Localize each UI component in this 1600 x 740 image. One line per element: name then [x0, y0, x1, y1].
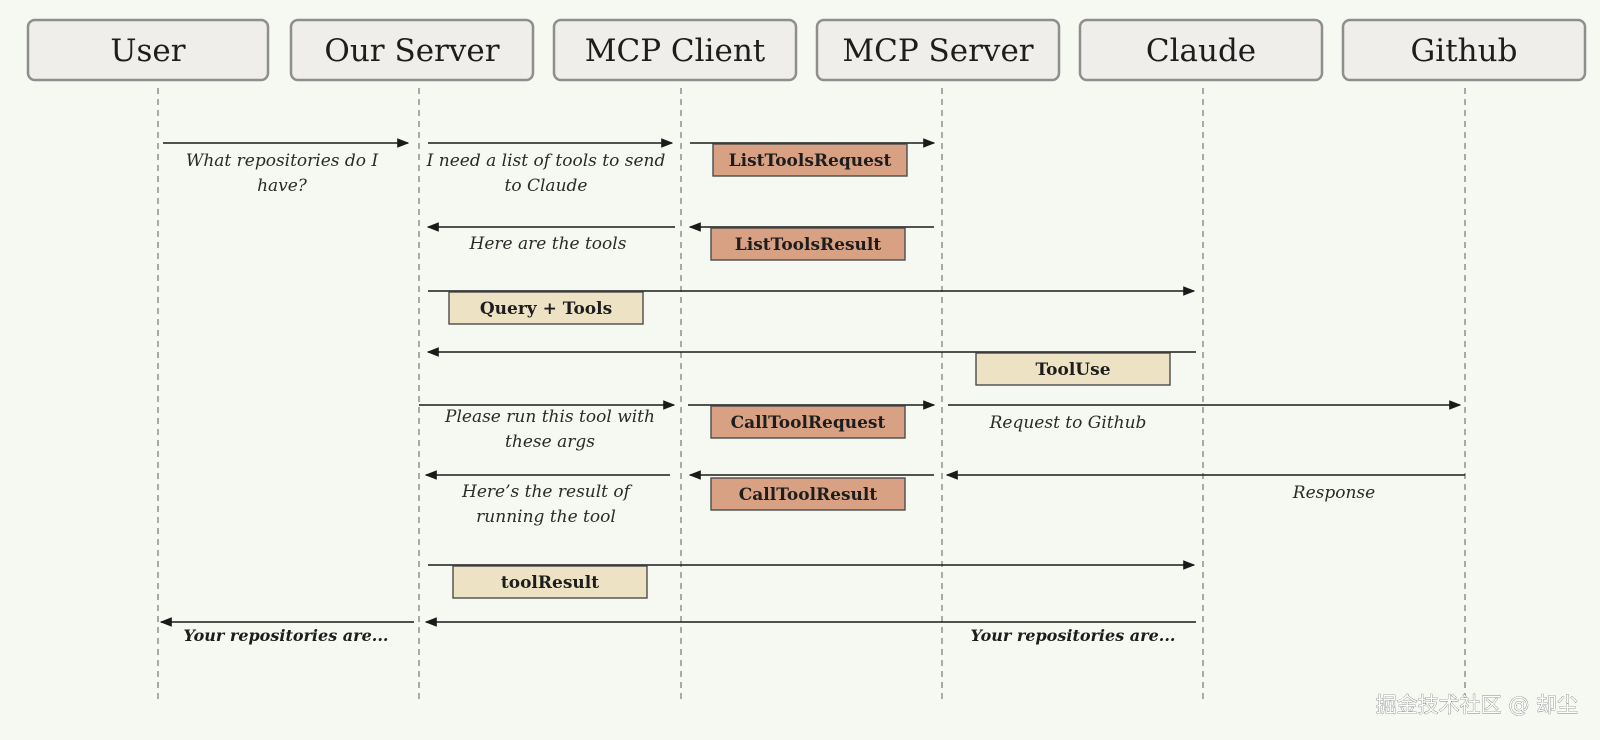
actor-github: Github [1341, 18, 1587, 82]
actor-user-label: User [110, 33, 185, 69]
msg-need-tools-line1: I need a list of tools to send [426, 151, 666, 171]
msg-user-question-line1: What repositories do I [186, 151, 379, 171]
actor-our-server: Our Server [289, 18, 535, 82]
msg-final-answer-claude: Your repositories are... [971, 626, 1176, 645]
actor-our-server-label: Our Server [324, 33, 499, 69]
list-tools-request-label: ListToolsRequest [729, 151, 892, 171]
query-tools-label: Query + Tools [480, 299, 612, 319]
call-tool-result-box: CallToolResult [710, 477, 906, 511]
msg-run-tool-line1: Please run this tool with [444, 407, 655, 427]
actor-claude-label: Claude [1146, 33, 1256, 69]
msg-final-answer-user: Your repositories are... [184, 626, 389, 645]
actor-user: User [26, 18, 270, 82]
tool-result-label: toolResult [501, 573, 599, 593]
msg-request-to-github: Request to Github [989, 413, 1147, 433]
actor-mcp-server-label: MCP Server [842, 33, 1033, 69]
list-tools-request-box: ListToolsRequest [712, 143, 908, 177]
msg-response: Response [1292, 483, 1375, 503]
msg-run-tool-line2: these args [505, 432, 595, 452]
list-tools-result-label: ListToolsResult [735, 235, 882, 255]
watermark: 掘金技术社区 @ 却尘 [1376, 693, 1578, 717]
call-tool-request-label: CallToolRequest [731, 413, 886, 433]
msg-need-tools-line2: to Claude [505, 176, 588, 196]
msg-result-line2: running the tool [476, 507, 616, 527]
list-tools-result-box: ListToolsResult [710, 227, 906, 261]
call-tool-result-label: CallToolResult [739, 485, 878, 505]
tool-result-box: toolResult [452, 565, 648, 599]
actor-mcp-server: MCP Server [815, 18, 1061, 82]
actor-github-label: Github [1411, 33, 1518, 69]
tool-use-box: ToolUse [975, 352, 1171, 386]
actor-claude: Claude [1078, 18, 1324, 82]
actor-mcp-client: MCP Client [552, 18, 798, 82]
tool-use-label: ToolUse [1035, 360, 1110, 380]
msg-result-line1: Here’s the result of [461, 482, 633, 502]
query-tools-box: Query + Tools [448, 291, 644, 325]
call-tool-request-box: CallToolRequest [710, 405, 906, 439]
actor-mcp-client-label: MCP Client [585, 33, 766, 69]
msg-here-are-tools: Here are the tools [469, 234, 627, 254]
msg-user-question-line2: have? [257, 176, 308, 196]
